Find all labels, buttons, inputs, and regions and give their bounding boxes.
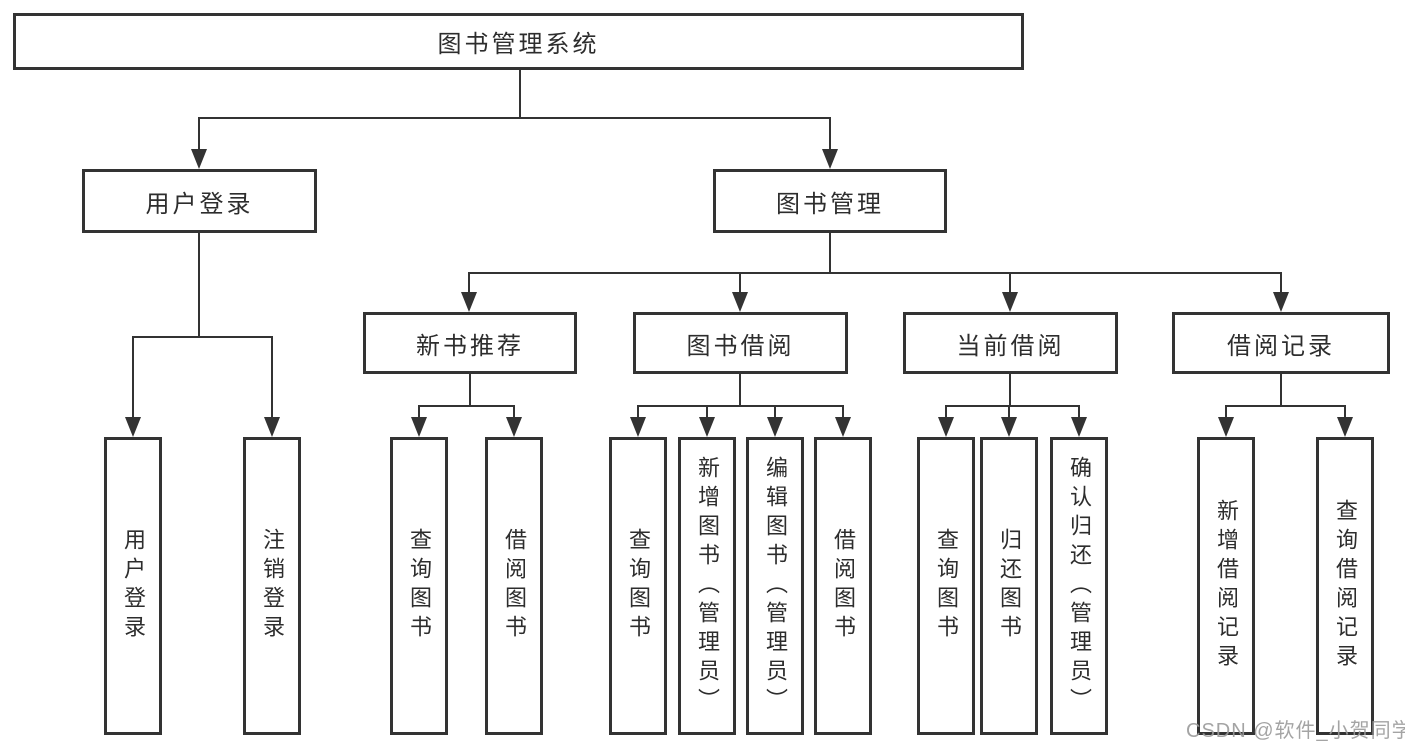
node-borrow-records: 借阅记录: [1172, 312, 1390, 374]
connector-arrow-stem: [774, 406, 776, 419]
arrowhead-down-icon: [461, 292, 477, 312]
connector-vline: [1280, 373, 1282, 406]
connector-hline: [945, 405, 1080, 407]
arrowhead-down-icon: [411, 417, 427, 437]
arrowhead-down-icon: [630, 417, 646, 437]
connector-arrow-stem: [513, 406, 515, 419]
node-leaf-query-books-borrow: 查询图书: [609, 437, 667, 735]
connector-arrow-stem: [1280, 273, 1282, 294]
connector-arrow-stem: [1344, 406, 1346, 419]
node-leaf-add-books-admin: 新增图书（管理员）: [678, 437, 736, 735]
node-library-management-system: 图书管理系统: [13, 13, 1024, 70]
connector-arrow-stem: [1078, 406, 1080, 419]
connector-arrow-stem: [706, 406, 708, 419]
node-new-book-recommend: 新书推荐: [363, 312, 577, 374]
arrowhead-down-icon: [1273, 292, 1289, 312]
arrowhead-down-icon: [767, 417, 783, 437]
node-current-borrow: 当前借阅: [903, 312, 1118, 374]
arrowhead-down-icon: [264, 417, 280, 437]
arrowhead-down-icon: [1218, 417, 1234, 437]
node-leaf-query-books-current: 查询图书: [917, 437, 975, 735]
node-leaf-query-books-recommend: 查询图书: [390, 437, 448, 735]
arrowhead-down-icon: [938, 417, 954, 437]
node-label: 编辑图书（管理员）: [763, 455, 788, 717]
connector-arrow-stem: [468, 273, 470, 294]
connector-hline: [132, 336, 273, 338]
connector-arrow-stem: [132, 337, 134, 419]
connector-hline: [637, 405, 844, 407]
node-label: 查询图书: [626, 528, 651, 644]
node-book-borrow: 图书借阅: [633, 312, 848, 374]
connector-arrow-stem: [829, 118, 831, 151]
connector-arrow-stem: [1225, 406, 1227, 419]
connector-vline: [469, 373, 471, 406]
connector-arrow-stem: [271, 337, 273, 419]
node-label: 图书借阅: [686, 332, 795, 360]
connector-arrow-stem: [1008, 406, 1010, 419]
connector-vline: [739, 373, 741, 406]
arrowhead-down-icon: [506, 417, 522, 437]
node-leaf-return-books: 归还图书: [980, 437, 1038, 735]
node-leaf-borrow-books: 借阅图书: [814, 437, 872, 735]
arrowhead-down-icon: [732, 292, 748, 312]
connector-vline: [519, 68, 521, 118]
connector-hline: [198, 117, 831, 119]
node-label: 查询图书: [934, 528, 959, 644]
arrowhead-down-icon: [125, 417, 141, 437]
node-leaf-edit-books-admin: 编辑图书（管理员）: [746, 437, 804, 735]
arrowhead-down-icon: [699, 417, 715, 437]
node-label: 用户登录: [145, 190, 254, 218]
arrowhead-down-icon: [1001, 417, 1017, 437]
connector-arrow-stem: [198, 118, 200, 151]
connector-hline: [418, 405, 515, 407]
node-label: 新增图书（管理员）: [695, 455, 720, 717]
node-label: 新书推荐: [416, 332, 524, 360]
node-label: 图书管理: [776, 190, 884, 218]
node-label: 归还图书: [997, 528, 1022, 644]
node-label: 用户登录: [121, 528, 146, 644]
arrowhead-down-icon: [835, 417, 851, 437]
node-label: 查询图书: [407, 528, 432, 644]
connector-arrow-stem: [739, 273, 741, 294]
node-label: 当前借阅: [956, 332, 1065, 360]
node-leaf-confirm-return-admin: 确认归还（管理员）: [1050, 437, 1108, 735]
node-label: 借阅图书: [502, 528, 527, 644]
arrowhead-down-icon: [1337, 417, 1353, 437]
node-label: 借阅记录: [1227, 332, 1335, 360]
arrowhead-down-icon: [191, 149, 207, 169]
connector-arrow-stem: [945, 406, 947, 419]
connector-vline: [198, 232, 200, 337]
connector-arrow-stem: [637, 406, 639, 419]
node-label: 确认归还（管理员）: [1067, 455, 1092, 717]
connector-hline: [1225, 405, 1346, 407]
node-leaf-borrow-books-recommend: 借阅图书: [485, 437, 543, 735]
node-label: 新增借阅记录: [1214, 499, 1239, 673]
connector-arrow-stem: [842, 406, 844, 419]
node-leaf-query-borrow-record: 查询借阅记录: [1316, 437, 1374, 735]
node-book-management: 图书管理: [713, 169, 947, 233]
arrowhead-down-icon: [1071, 417, 1087, 437]
watermark: CSDN @软件_小贺同学: [1186, 720, 1405, 742]
node-label: 注销登录: [260, 528, 285, 644]
arrowhead-down-icon: [1002, 292, 1018, 312]
connector-arrow-stem: [1009, 273, 1011, 294]
node-leaf-logout: 注销登录: [243, 437, 301, 735]
connector-arrow-stem: [418, 406, 420, 419]
node-leaf-add-borrow-record: 新增借阅记录: [1197, 437, 1255, 735]
node-label: 图书管理系统: [437, 31, 600, 58]
arrowhead-down-icon: [822, 149, 838, 169]
node-leaf-user-login: 用户登录: [104, 437, 162, 735]
node-label: 查询借阅记录: [1333, 499, 1358, 673]
connector-vline: [829, 232, 831, 273]
node-label: 借阅图书: [831, 528, 856, 644]
connector-hline: [468, 272, 1282, 274]
connector-vline: [1009, 373, 1011, 406]
node-user-login: 用户登录: [82, 169, 317, 233]
